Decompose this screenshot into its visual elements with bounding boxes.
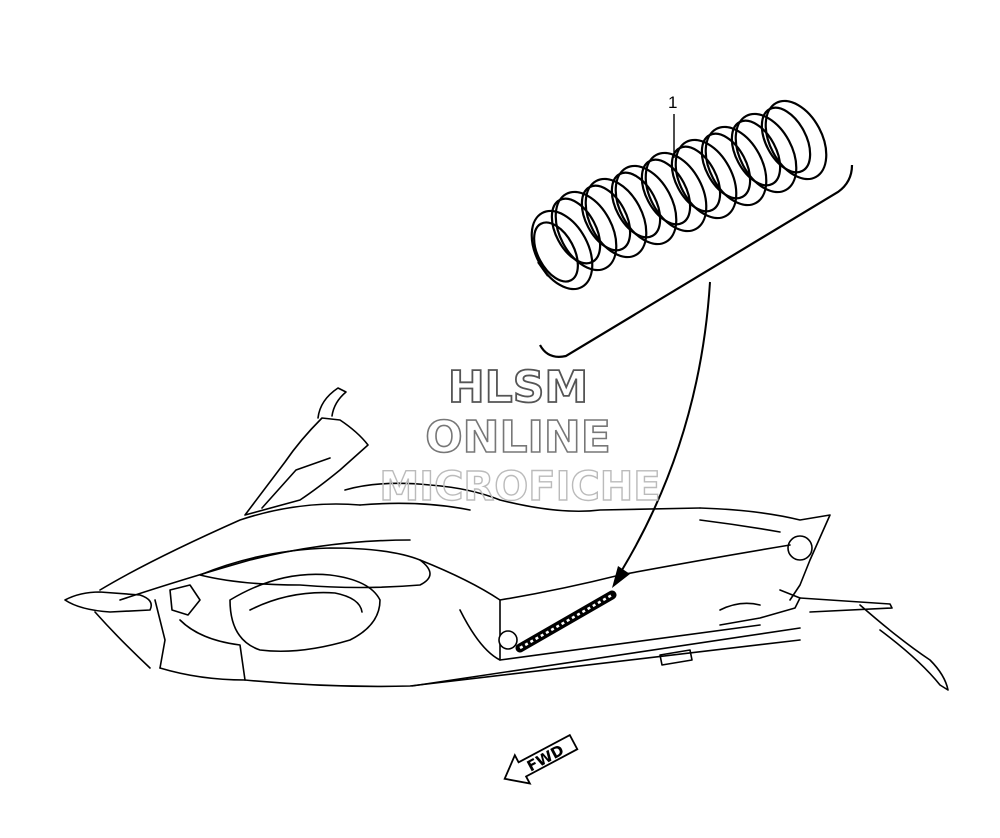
watermark-line-1: HLSM <box>448 362 588 413</box>
watermark: HLSM ONLINE MICROFICHE <box>379 361 662 511</box>
fwd-direction-arrow: FWD <box>503 733 579 785</box>
fwd-arrow-label: FWD <box>524 741 567 775</box>
watermark-line-2: ONLINE <box>425 412 611 463</box>
install-leader-line <box>621 281 711 571</box>
watermark-line-3: MICROFICHE <box>379 464 660 510</box>
install-leader-arrowhead <box>612 566 630 588</box>
callout-1-label: 1 <box>668 93 677 112</box>
snowmobile-outline <box>64 387 949 691</box>
spring-part[interactable] <box>519 91 838 300</box>
installed-spring <box>498 590 617 653</box>
part-bracket <box>539 164 854 358</box>
